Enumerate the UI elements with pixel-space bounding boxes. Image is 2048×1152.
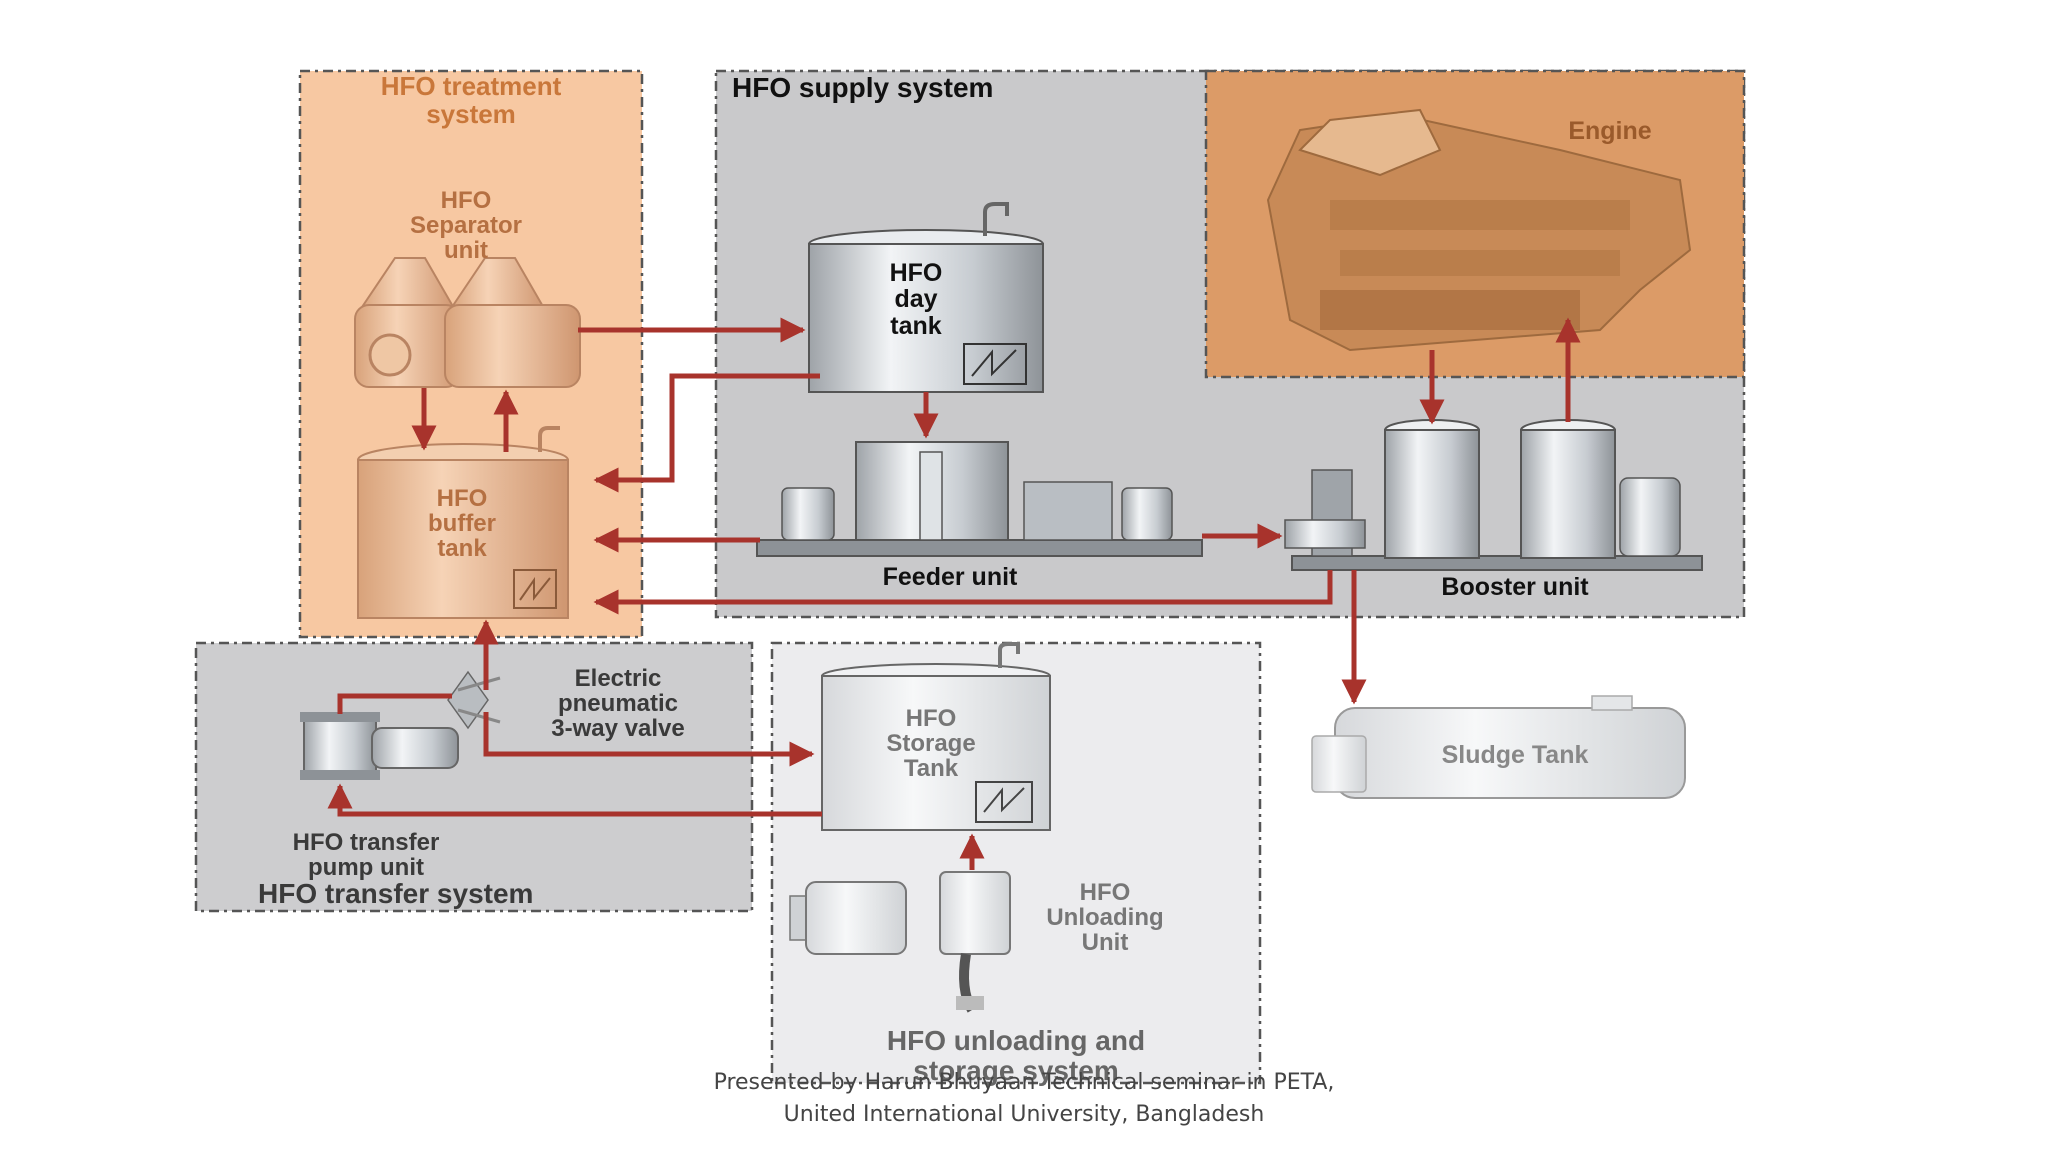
- buffer-tank-graphic: [357, 426, 569, 619]
- flow-storage-to-pump: [327, 783, 822, 817]
- day-tank-label: HFO day tank: [889, 259, 943, 340]
- separator-graphic: [354, 257, 581, 388]
- flow-pump-to-valve: [337, 693, 452, 714]
- booster-unit-label: Booster unit: [1441, 573, 1589, 601]
- flow-valve-to-storage: [483, 712, 815, 767]
- footer-institution: United International University, Banglad…: [783, 1102, 1265, 1127]
- unloading-unit-graphic: [789, 871, 1011, 1013]
- footer-credit: Presented by Harun Bhuyaan Technical sem…: [713, 1070, 1335, 1095]
- unloading-unit-label: HFO Unloading Unit: [1046, 879, 1164, 957]
- transfer-pump-label: HFO transfer pump unit: [292, 829, 440, 882]
- feeder-unit-graphic: [756, 441, 1203, 557]
- sludge-tank-label: Sludge Tank: [1441, 741, 1589, 769]
- engine-graphic: [1266, 108, 1692, 352]
- unloading-system-title: HFO unloading and storage system: [886, 1025, 1146, 1087]
- supply-system-title: HFO supply system: [732, 72, 994, 103]
- valve-label: Electric pneumatic 3-way valve: [551, 665, 685, 743]
- flow-daytank-return-to-buffer: [593, 373, 820, 493]
- three-way-valve-graphic: [447, 670, 501, 730]
- buffer-tank-label: HFO buffer tank: [428, 485, 496, 563]
- storage-tank-label: HFO Storage Tank: [886, 705, 976, 783]
- treatment-system-title: HFO treatment system: [380, 71, 562, 130]
- sludge-tank-graphic: [1311, 695, 1686, 799]
- transfer-pump-graphic: [300, 712, 459, 780]
- day-tank-graphic: [808, 202, 1044, 393]
- flow-booster-to-buffer: [593, 570, 1333, 615]
- flow-arrows: [327, 317, 1581, 870]
- separator-label: HFO Separator unit: [409, 187, 523, 265]
- transfer-system-title: HFO transfer system: [258, 878, 534, 909]
- engine-label: Engine: [1568, 117, 1652, 145]
- booster-unit-graphic: [1284, 419, 1703, 571]
- storage-tank-graphic: [821, 642, 1051, 831]
- feeder-unit-label: Feeder unit: [882, 563, 1018, 591]
